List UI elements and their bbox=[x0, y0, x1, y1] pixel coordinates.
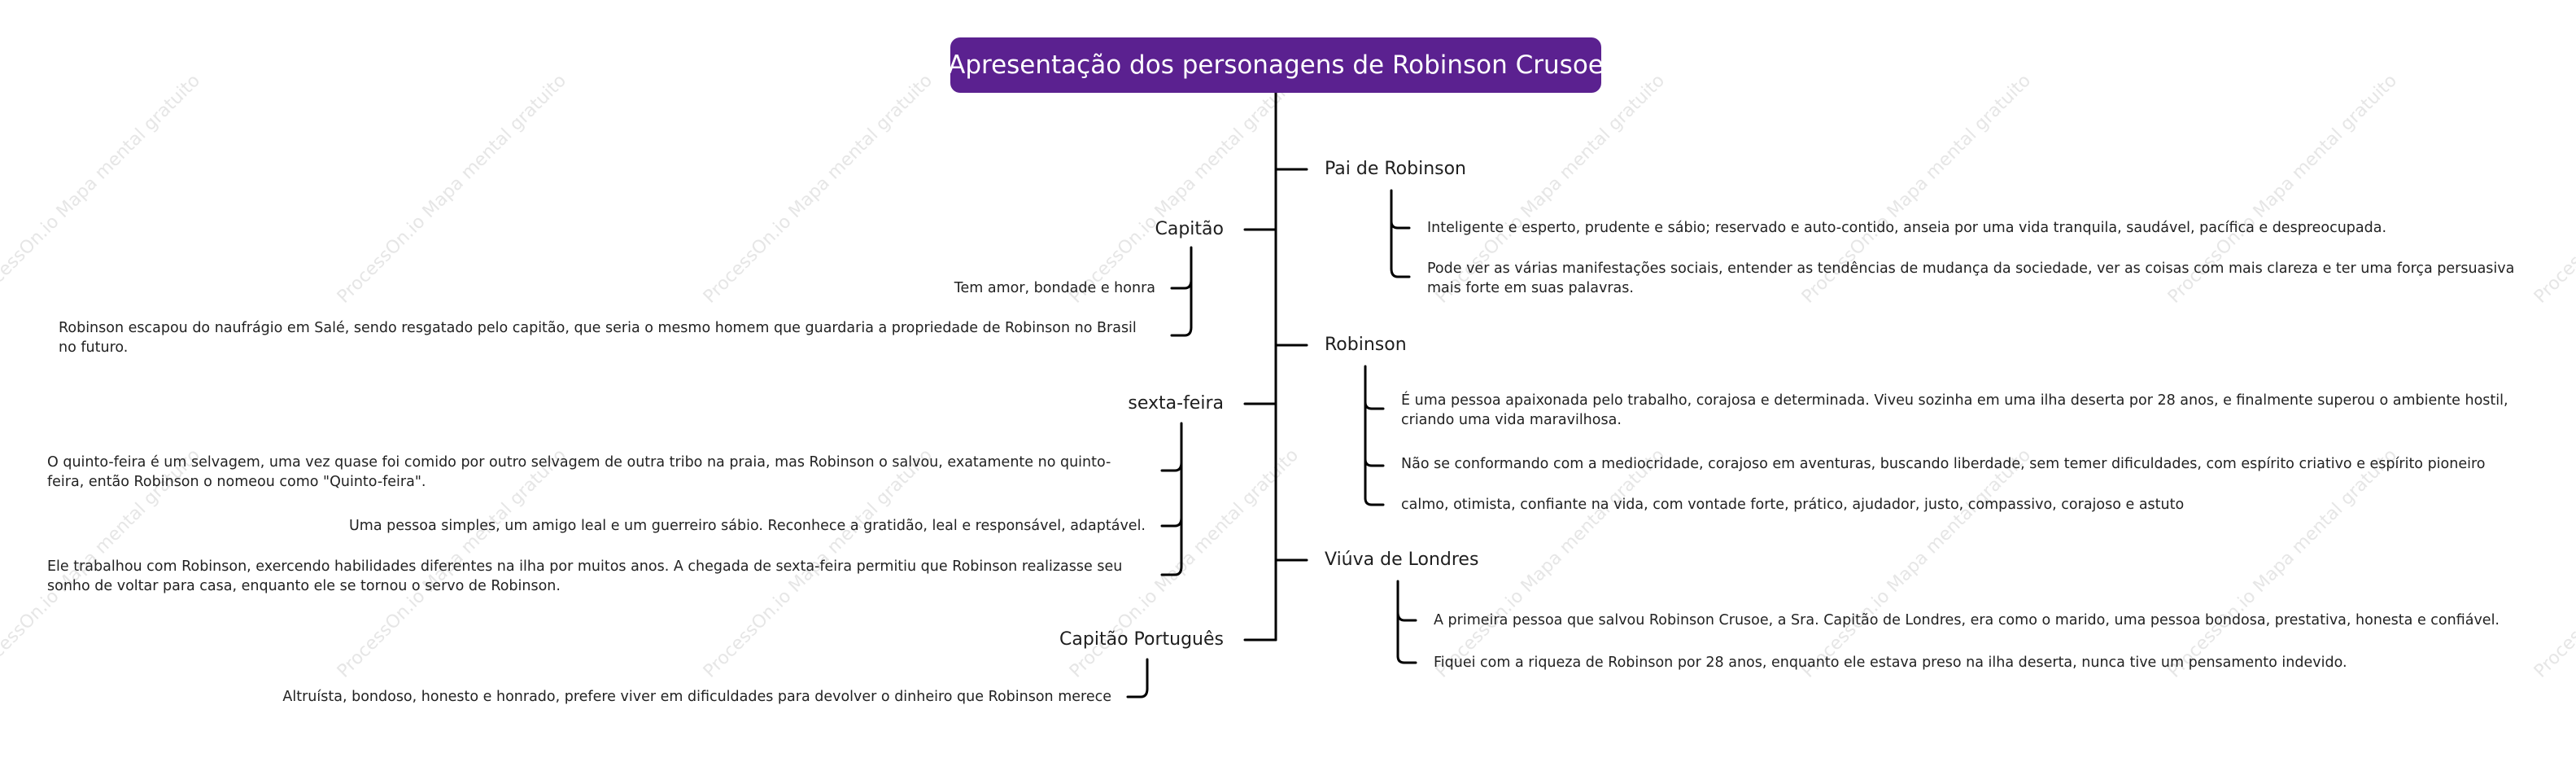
detail-capitao-1[interactable]: Tem amor, bondade e honra bbox=[954, 280, 1155, 296]
bracket-capitao-1 bbox=[1170, 278, 1193, 290]
bracket-pai-2 bbox=[1390, 267, 1411, 278]
bracket-viuva-2 bbox=[1396, 655, 1417, 664]
detail-portugues-1[interactable]: Altruísta, bondoso, honesto e honrado, p… bbox=[282, 689, 1111, 705]
branch-capitao[interactable]: Capitão bbox=[1155, 219, 1225, 239]
branch-sexta-feira[interactable]: sexta-feira bbox=[1128, 393, 1224, 414]
detail-viuva-1[interactable]: A primeira pessoa que salvou Robinson Cr… bbox=[1434, 612, 2500, 628]
detail-sexta-1[interactable]: O quinto-feira é um selvagem, uma vez qu… bbox=[47, 454, 1111, 490]
bracket-robinson-3 bbox=[1364, 497, 1385, 506]
bracket-viuva-1 bbox=[1396, 611, 1417, 622]
bracket-sexta-1 bbox=[1160, 461, 1183, 472]
detail-sexta-3[interactable]: Ele trabalhou com Robinson, exercendo ha… bbox=[47, 558, 1123, 594]
detail-robinson-1[interactable]: É uma pessoa apaixonada pelo trabalho, c… bbox=[1401, 392, 2508, 428]
bracket-sexta-2 bbox=[1160, 516, 1183, 528]
bracket-sexta-3 bbox=[1160, 565, 1183, 576]
branch-pai-de-robinson[interactable]: Pai de Robinson bbox=[1325, 159, 1467, 179]
bracket-robinson-2 bbox=[1364, 458, 1385, 467]
bracket-portugues-1 bbox=[1126, 687, 1149, 698]
branch-robinson[interactable]: Robinson bbox=[1325, 335, 1407, 355]
detail-robinson-2[interactable]: Não se conformando com a mediocridade, c… bbox=[1401, 456, 2486, 472]
root-topic[interactable]: Apresentação dos personagens de Robinson… bbox=[948, 37, 1604, 93]
bracket-robinson-1 bbox=[1364, 401, 1385, 410]
bracket-capitao-2 bbox=[1170, 326, 1193, 337]
detail-sexta-2[interactable]: Uma pessoa simples, um amigo leal e um g… bbox=[348, 518, 1146, 534]
detail-robinson-3[interactable]: calmo, otimista, confiante na vida, com … bbox=[1401, 497, 2185, 513]
detail-viuva-2[interactable]: Fiquei com a riqueza de Robinson por 28 … bbox=[1434, 655, 2347, 671]
detail-pai-1[interactable]: Inteligente e esperto, prudente e sábio;… bbox=[1427, 220, 2387, 236]
detail-capitao-2[interactable]: Robinson escapou do naufrágio em Salé, s… bbox=[59, 320, 1137, 356]
branch-capitao-portugues[interactable]: Capitão Português bbox=[1059, 629, 1224, 650]
branch-viuva-de-londres[interactable]: Viúva de Londres bbox=[1325, 550, 1479, 570]
detail-pai-2[interactable]: Pode ver as várias manifestações sociais… bbox=[1427, 261, 2515, 296]
bracket-pai-1 bbox=[1390, 220, 1411, 230]
